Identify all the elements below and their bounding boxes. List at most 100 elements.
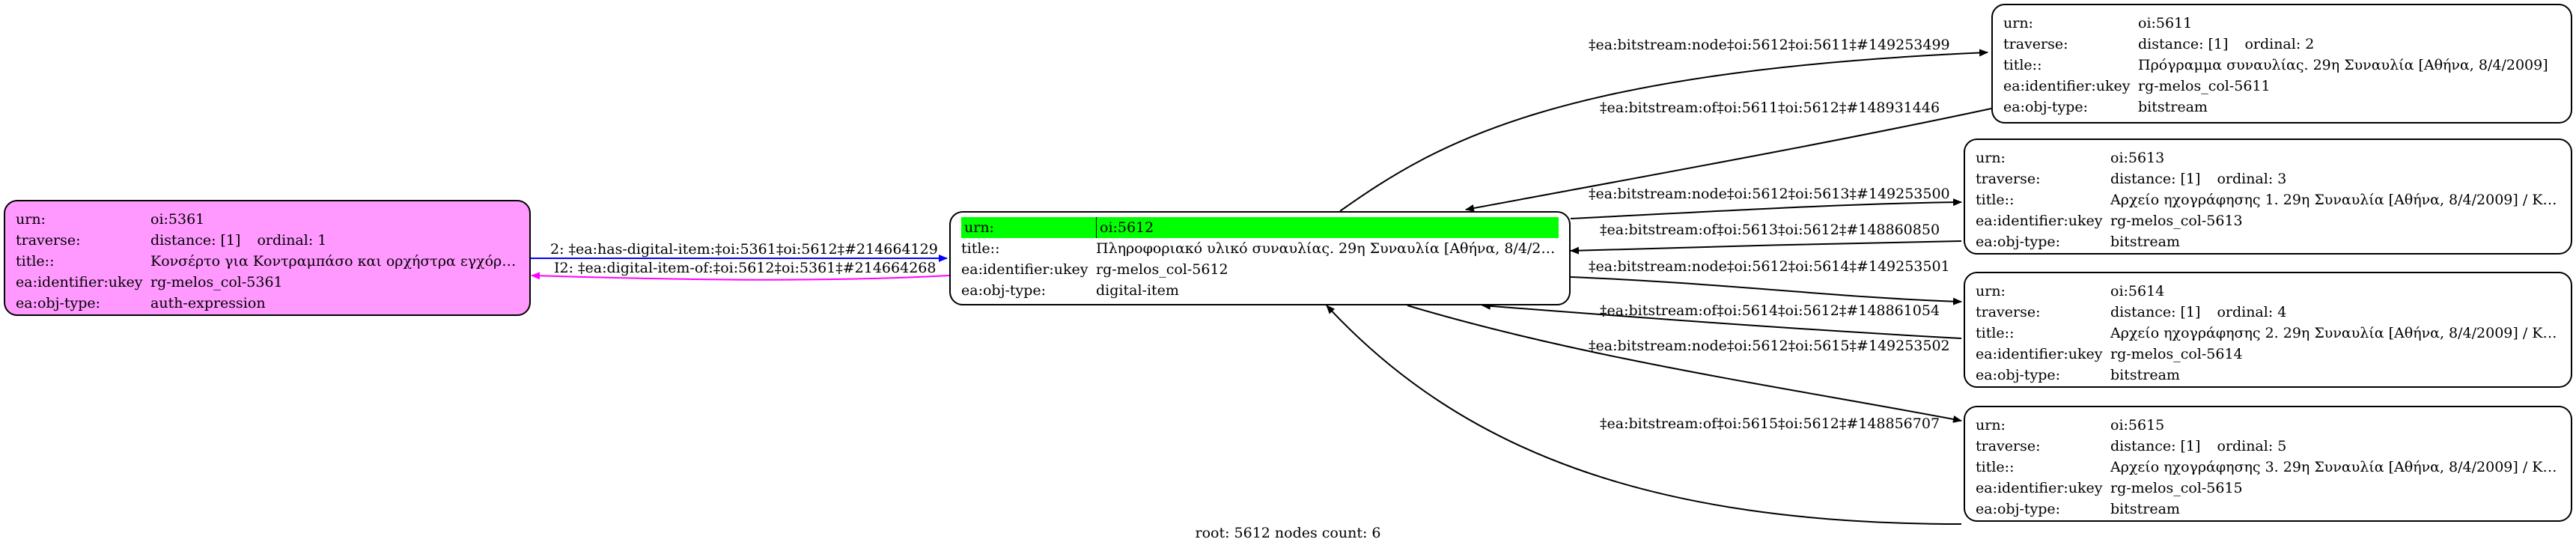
objtype-value: bitstream bbox=[2110, 501, 2180, 517]
key-label: traverse: bbox=[16, 232, 81, 249]
traverse-value: distance: [1] ordinal: 4 bbox=[2110, 302, 2560, 323]
distance-value: distance: [1] bbox=[2110, 171, 2201, 187]
urn-value: oi:5612 bbox=[1100, 219, 1154, 236]
title-value: Πληροφοριακό υλικό συναυλίας. 29η Συναυλ… bbox=[1096, 240, 1559, 257]
edge-label-digital-item-of: I2: ‡ea:digital-item-of:‡oi:5612‡oi:5361… bbox=[554, 260, 937, 276]
graph-node-5361[interactable]: urn:oi:5361 traverse:distance: [1]ordina… bbox=[4, 200, 531, 316]
traverse-value: distance: [1]ordinal: 2 bbox=[2138, 34, 2560, 55]
graph-node-5615[interactable]: urn:oi:5615 traverse:distance: [1]ordina… bbox=[1964, 406, 2572, 522]
key-label: title:: bbox=[961, 240, 1000, 257]
graph-node-5613[interactable]: urn: oi:5613 traverse: distance: [1] ordina… bbox=[1964, 138, 2572, 255]
edge-bitstream-node-5613 bbox=[1570, 198, 1962, 219]
edge-label-bitstream-node-5613: ‡ea:bitstream:node‡oi:5612‡oi:5613‡#1492… bbox=[1589, 186, 1950, 202]
node-row-traverse: traverse: distance: [1] ordinal: 1 bbox=[16, 230, 519, 251]
node-row-ukey: ea:identifier:ukey rg-melos_col-5613 bbox=[1976, 210, 2560, 231]
edge-digital-item-of bbox=[531, 272, 950, 281]
node-row-title: title::Αρχείο ηχογράφησης 3. 29η Συναυλί… bbox=[1976, 457, 2560, 478]
key-label: traverse: bbox=[1976, 171, 2041, 187]
key-label: ea:obj-type: bbox=[1976, 234, 2061, 250]
node-row-objtype: ea:obj-type: bitstream bbox=[2003, 97, 2560, 118]
key-label: traverse: bbox=[1976, 438, 2041, 454]
edge-bitstream-node-5615 bbox=[1407, 305, 1962, 423]
node-row-title: title::Πληροφοριακό υλικό συναυλίας. 29η… bbox=[961, 238, 1559, 259]
title-value: Αρχείο ηχογράφησης 3. 29η Συναυλία [Αθήν… bbox=[2110, 459, 2560, 475]
node-row-objtype: ea:obj-type: bitstream bbox=[1976, 499, 2560, 520]
key-label: traverse: bbox=[2003, 36, 2068, 52]
key-label: ea:identifier:ukey bbox=[1976, 480, 2103, 496]
node-row-objtype: ea:obj-type: bitstream bbox=[1976, 231, 2560, 252]
key-label: title:: bbox=[1976, 459, 2015, 475]
traverse-value: distance: [1] ordinal: 1 bbox=[150, 230, 519, 251]
urn-value: oi:5611 bbox=[2138, 15, 2193, 31]
node-row-title: title::Πρόγραμμα συναυλίας. 29η Συναυλία… bbox=[2003, 55, 2560, 76]
ordinal-value: ordinal: 3 bbox=[2217, 171, 2287, 187]
key-label: title:: bbox=[1976, 325, 2015, 341]
graph-node-5612-root[interactable]: urn:oi:5612 title::Πληροφοριακό υλικό συ… bbox=[949, 211, 1571, 305]
edge-bitstream-of-5611 bbox=[1465, 108, 1992, 212]
key-label: ea:identifier:ukey bbox=[1976, 213, 2103, 229]
key-label: title:: bbox=[16, 253, 55, 270]
objtype-value: auth-expression bbox=[150, 295, 266, 311]
node-row-urn: urn: oi:5614 bbox=[1976, 281, 2560, 302]
key-label: ea:identifier:ukey bbox=[1976, 346, 2103, 362]
edge-label-bitstream-node-5615: ‡ea:bitstream:node‡oi:5612‡oi:5615‡#1492… bbox=[1589, 338, 1950, 354]
edge-label-bitstream-of-5611: ‡ea:bitstream:of‡oi:5611‡oi:5612‡#148931… bbox=[1600, 100, 1940, 116]
key-label: traverse: bbox=[1976, 304, 2041, 320]
title-value: Αρχείο ηχογράφησης 2. 29η Συναυλία [Αθήν… bbox=[2110, 325, 2560, 341]
node-row-objtype: ea:obj-type: auth-expression bbox=[16, 293, 519, 314]
edge-bitstream-of-5614 bbox=[1482, 302, 1962, 339]
key-label: urn: bbox=[1976, 417, 2006, 433]
key-label: urn: bbox=[1976, 283, 2006, 299]
distance-value: distance: [1] bbox=[150, 232, 241, 249]
key-label: ea:identifier:ukey bbox=[2003, 78, 2131, 94]
key-label: ea:identifier:ukey bbox=[16, 274, 143, 290]
node-row-objtype: ea:obj-type: digital-item bbox=[961, 280, 1559, 301]
ukey-value: rg-melos_col-5613 bbox=[2110, 213, 2243, 229]
key-label: urn: bbox=[1976, 150, 2006, 166]
ordinal-value: ordinal: 5 bbox=[2217, 438, 2287, 454]
key-label: title:: bbox=[2003, 57, 2042, 73]
node-row-ukey: ea:identifier:ukey rg-melos_col-5614 bbox=[1976, 344, 2560, 365]
node-row-urn: urn:oi:5611 bbox=[2003, 13, 2560, 34]
traverse-value: distance: [1]ordinal: 5 bbox=[2110, 436, 2560, 457]
traverse-value: distance: [1] ordinal: 3 bbox=[2110, 168, 2560, 189]
objtype-value: bitstream bbox=[2110, 234, 2180, 250]
objtype-value: bitstream bbox=[2110, 367, 2180, 383]
edge-label-bitstream-of-5614: ‡ea:bitstream:of‡oi:5614‡oi:5612‡#148861… bbox=[1600, 302, 1940, 319]
objtype-value: digital-item bbox=[1096, 282, 1179, 299]
key-label: ea:obj-type: bbox=[1976, 367, 2061, 383]
edge-label-bitstream-of-5613: ‡ea:bitstream:of‡oi:5613‡oi:5612‡#148860… bbox=[1600, 222, 1940, 238]
graph-node-5614[interactable]: urn: oi:5614 traverse: distance: [1] ordina… bbox=[1964, 272, 2572, 388]
graph-footer-status: root: 5612 nodes count: 6 bbox=[1195, 525, 1381, 541]
key-label: ea:obj-type: bbox=[16, 295, 101, 311]
ukey-value: rg-melos_col-5612 bbox=[1096, 261, 1228, 278]
key-label: ea:obj-type: bbox=[2003, 99, 2089, 115]
title-value: Αρχείο ηχογράφησης 1. 29η Συναυλία [Αθήν… bbox=[2110, 192, 2560, 208]
node-row-traverse: traverse: distance: [1] ordinal: 3 bbox=[1976, 168, 2560, 189]
node-row-objtype: ea:obj-type: bitstream bbox=[1976, 365, 2560, 386]
objtype-value: bitstream bbox=[2138, 99, 2208, 115]
key-label: ea:obj-type: bbox=[1976, 501, 2061, 517]
edge-bitstream-of-5615 bbox=[1326, 305, 1962, 525]
title-value: Κονσέρτο για Κοντραμπάσο και ορχήστρα εγ… bbox=[150, 253, 519, 270]
edge-label-bitstream-node-5614: ‡ea:bitstream:node‡oi:5612‡oi:5614‡#1492… bbox=[1589, 258, 1950, 275]
edge-label-bitstream-node-5611: ‡ea:bitstream:node‡oi:5612‡oi:5611‡#1492… bbox=[1589, 37, 1950, 53]
urn-value: oi:5613 bbox=[2110, 150, 2165, 166]
graph-node-5611[interactable]: urn:oi:5611 traverse: distance: [1]ordina… bbox=[1991, 4, 2572, 124]
ordinal-value: ordinal: 4 bbox=[2217, 304, 2287, 320]
ordinal-value: ordinal: 1 bbox=[257, 232, 327, 249]
edge-bitstream-node-5614 bbox=[1570, 276, 1962, 305]
urn-value: oi:5614 bbox=[2110, 283, 2165, 299]
ukey-value: rg-melos_col-5614 bbox=[2110, 346, 2243, 362]
node-row-traverse: traverse: distance: [1] ordinal: 4 bbox=[1976, 302, 2560, 323]
key-label: ea:obj-type: bbox=[961, 282, 1047, 299]
distance-value: distance: [1] bbox=[2138, 36, 2229, 52]
distance-value: distance: [1] bbox=[2110, 304, 2201, 320]
node-row-title: title::Αρχείο ηχογράφησης 1. 29η Συναυλί… bbox=[1976, 189, 2560, 210]
node-row-title: title::Αρχείο ηχογράφησης 2. 29η Συναυλί… bbox=[1976, 323, 2560, 344]
